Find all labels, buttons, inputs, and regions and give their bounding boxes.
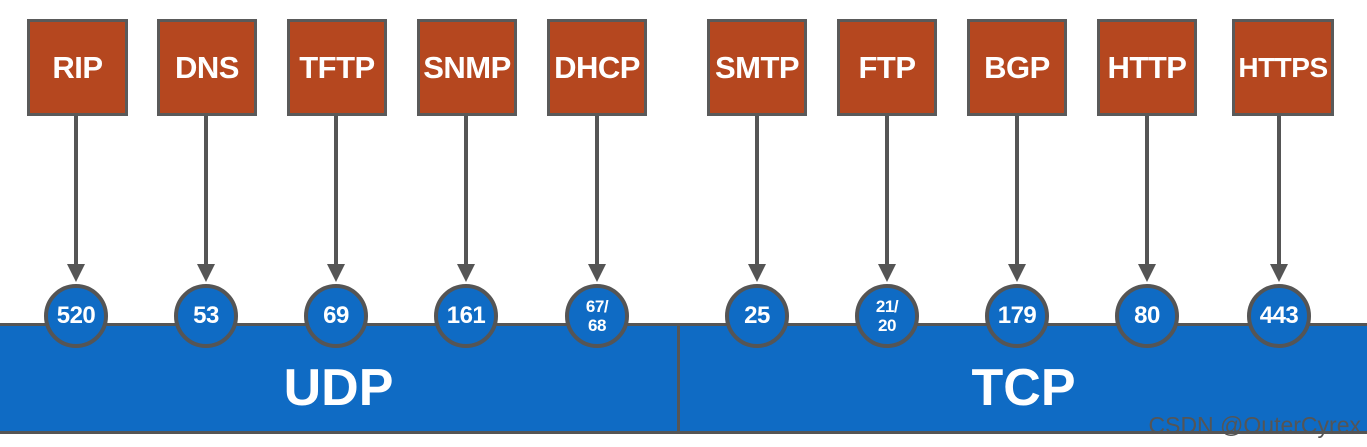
arrow-line <box>595 116 599 266</box>
protocol-label: RIP <box>52 49 103 85</box>
port-badge-ftp: 21/ 20 <box>855 284 919 348</box>
protocol-label: TFTP <box>299 49 375 85</box>
protocol-label: SMTP <box>714 49 800 85</box>
arrow-down-icon <box>748 264 766 282</box>
udp-label: UDP <box>283 358 394 417</box>
port-number: 69 <box>323 302 349 329</box>
arrow-line <box>1015 116 1019 266</box>
arrow-down-icon <box>67 264 85 282</box>
arrow-down-icon <box>457 264 475 282</box>
port-number-line1: 67/ <box>585 297 609 316</box>
protocol-label: FTP <box>858 49 916 85</box>
arrow-down-icon <box>197 264 215 282</box>
arrow-line <box>885 116 889 266</box>
port-badge-snmp: 161 <box>434 284 498 348</box>
arrow-line <box>1145 116 1149 266</box>
protocol-box-smtp: SMTP <box>707 19 807 116</box>
protocol-label: DNS <box>175 49 239 85</box>
port-badge-bgp: 179 <box>985 284 1049 348</box>
port-badge-dhcp: 67/ 68 <box>565 284 629 348</box>
port-number-line1: 21/ <box>875 297 899 316</box>
tcp-label: TCP <box>971 358 1076 417</box>
protocol-box-http: HTTP <box>1097 19 1197 116</box>
arrow-down-icon <box>878 264 896 282</box>
protocol-box-snmp: SNMP <box>417 19 517 116</box>
protocol-box-tftp: TFTP <box>287 19 387 116</box>
arrow-line <box>204 116 208 266</box>
protocol-box-dns: DNS <box>157 19 257 116</box>
watermark: CSDN @OuterCyrex <box>1148 412 1362 438</box>
protocol-label: DHCP <box>554 49 640 85</box>
arrow-line <box>74 116 78 266</box>
port-number: 520 <box>56 302 96 329</box>
protocol-label: HTTPS <box>1238 51 1328 83</box>
arrow-line <box>755 116 759 266</box>
arrow-down-icon <box>588 264 606 282</box>
arrow-down-icon <box>327 264 345 282</box>
port-number: 443 <box>1259 302 1299 329</box>
port-badge-http: 80 <box>1115 284 1179 348</box>
arrow-down-icon <box>1138 264 1156 282</box>
port-badge-dns: 53 <box>174 284 238 348</box>
arrow-down-icon <box>1008 264 1026 282</box>
port-number: 25 <box>744 302 770 329</box>
port-badge-https: 443 <box>1247 284 1311 348</box>
arrow-line <box>1277 116 1281 266</box>
port-number: 53 <box>193 302 219 329</box>
protocol-box-rip: RIP <box>27 19 128 116</box>
arrow-line <box>464 116 468 266</box>
protocol-label: SNMP <box>423 49 511 85</box>
port-number: 179 <box>997 302 1037 329</box>
port-number-line2: 20 <box>878 316 896 335</box>
port-badge-tftp: 69 <box>304 284 368 348</box>
port-number-line2: 68 <box>588 316 606 335</box>
protocol-label: BGP <box>984 49 1050 85</box>
port-number: 80 <box>1134 302 1160 329</box>
protocol-box-dhcp: DHCP <box>547 19 647 116</box>
protocol-box-bgp: BGP <box>967 19 1067 116</box>
protocol-box-https: HTTPS <box>1232 19 1334 116</box>
arrow-line <box>334 116 338 266</box>
protocol-box-ftp: FTP <box>837 19 937 116</box>
arrow-down-icon <box>1270 264 1288 282</box>
protocol-label: HTTP <box>1107 49 1187 85</box>
port-number: 161 <box>446 302 486 329</box>
port-badge-rip: 520 <box>44 284 108 348</box>
port-badge-smtp: 25 <box>725 284 789 348</box>
